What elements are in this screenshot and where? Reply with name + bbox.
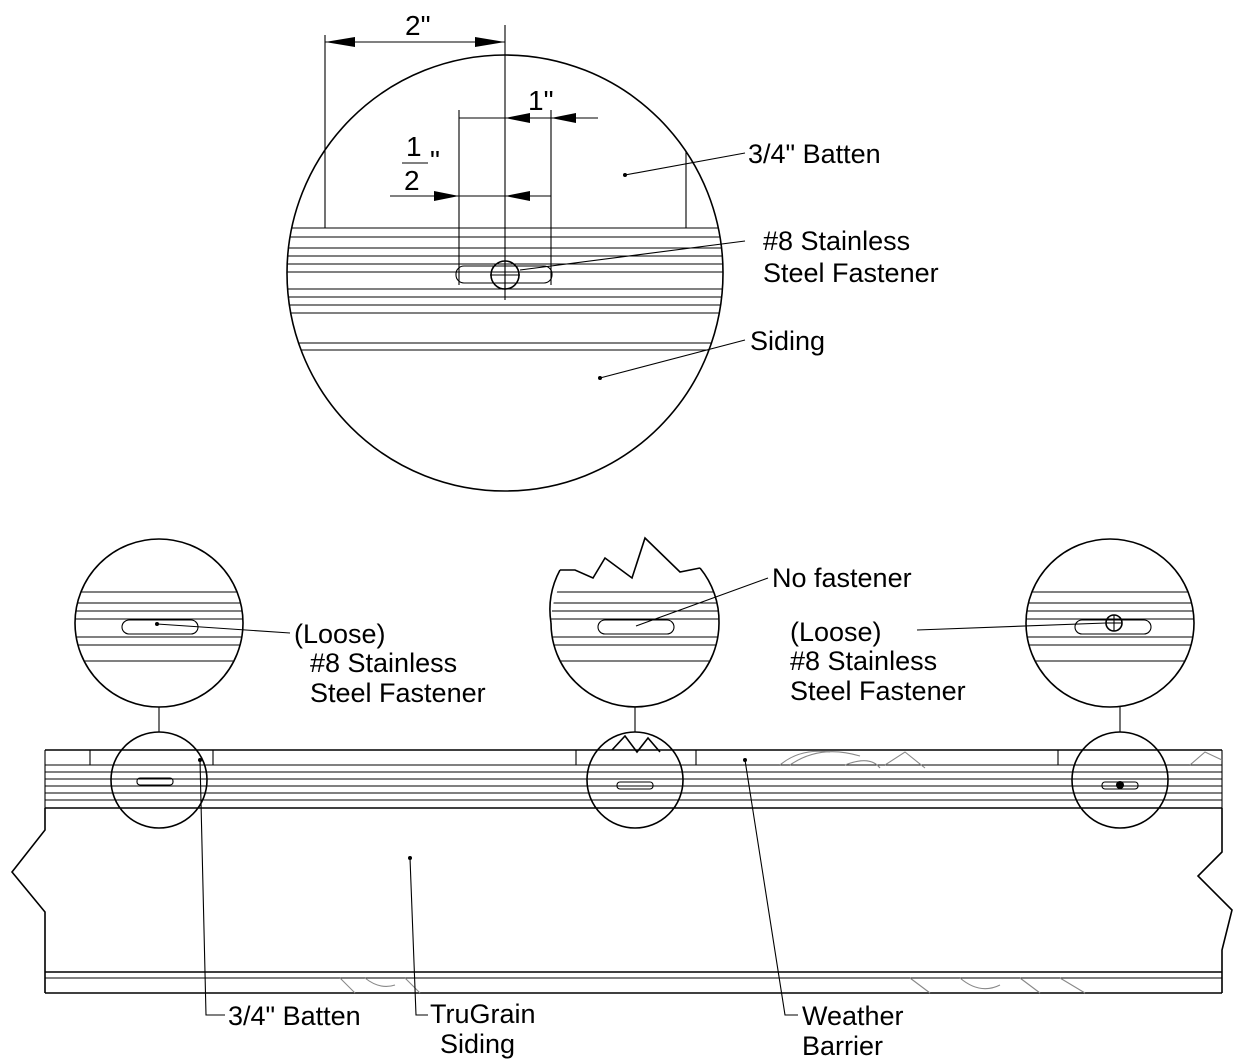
callout-middle: No fastener (772, 563, 912, 593)
callout-left-line1: (Loose) (294, 619, 386, 649)
callout-right-line2: #8 Stainless (790, 646, 937, 676)
label-siding-bottom-line1: TruGrain (430, 999, 536, 1029)
dim-half-unit: " (430, 145, 440, 176)
enlarged-detail-right (1025, 538, 1195, 708)
label-siding-bottom-line2: Siding (440, 1029, 515, 1059)
dim-half-numerator: 1 (406, 131, 422, 162)
dimension-lines (324, 25, 598, 300)
label-fastener-detail-line1: #8 Stainless (763, 226, 910, 256)
dim-2-inch: 2" (405, 10, 431, 41)
label-barrier-line2: Barrier (802, 1031, 883, 1061)
callout-right-line1: (Loose) (790, 617, 882, 647)
callout-circle-right (1071, 731, 1169, 829)
enlarged-detail-left (74, 538, 244, 708)
callout-left-line3: Steel Fastener (310, 678, 486, 708)
label-batten-bottom: 3/4" Batten (228, 1001, 361, 1031)
enlarged-detail-middle (549, 536, 720, 708)
siding-elevation (10, 749, 1233, 994)
label-barrier-line1: Weather (802, 1001, 904, 1031)
callout-right-line3: Steel Fastener (790, 676, 966, 706)
callout-circle-left (110, 731, 208, 829)
slot-outline (455, 265, 553, 284)
detail-leaders (519, 152, 746, 380)
label-fastener-detail-line2: Steel Fastener (763, 258, 939, 288)
label-siding-detail: Siding (750, 326, 825, 356)
callout-left-line2: #8 Stainless (310, 648, 457, 678)
dim-1-inch: 1" (528, 85, 554, 116)
callout-circle-middle (586, 731, 684, 829)
label-batten-detail: 3/4" Batten (748, 139, 881, 169)
dim-half-denominator: 2 (404, 165, 420, 196)
